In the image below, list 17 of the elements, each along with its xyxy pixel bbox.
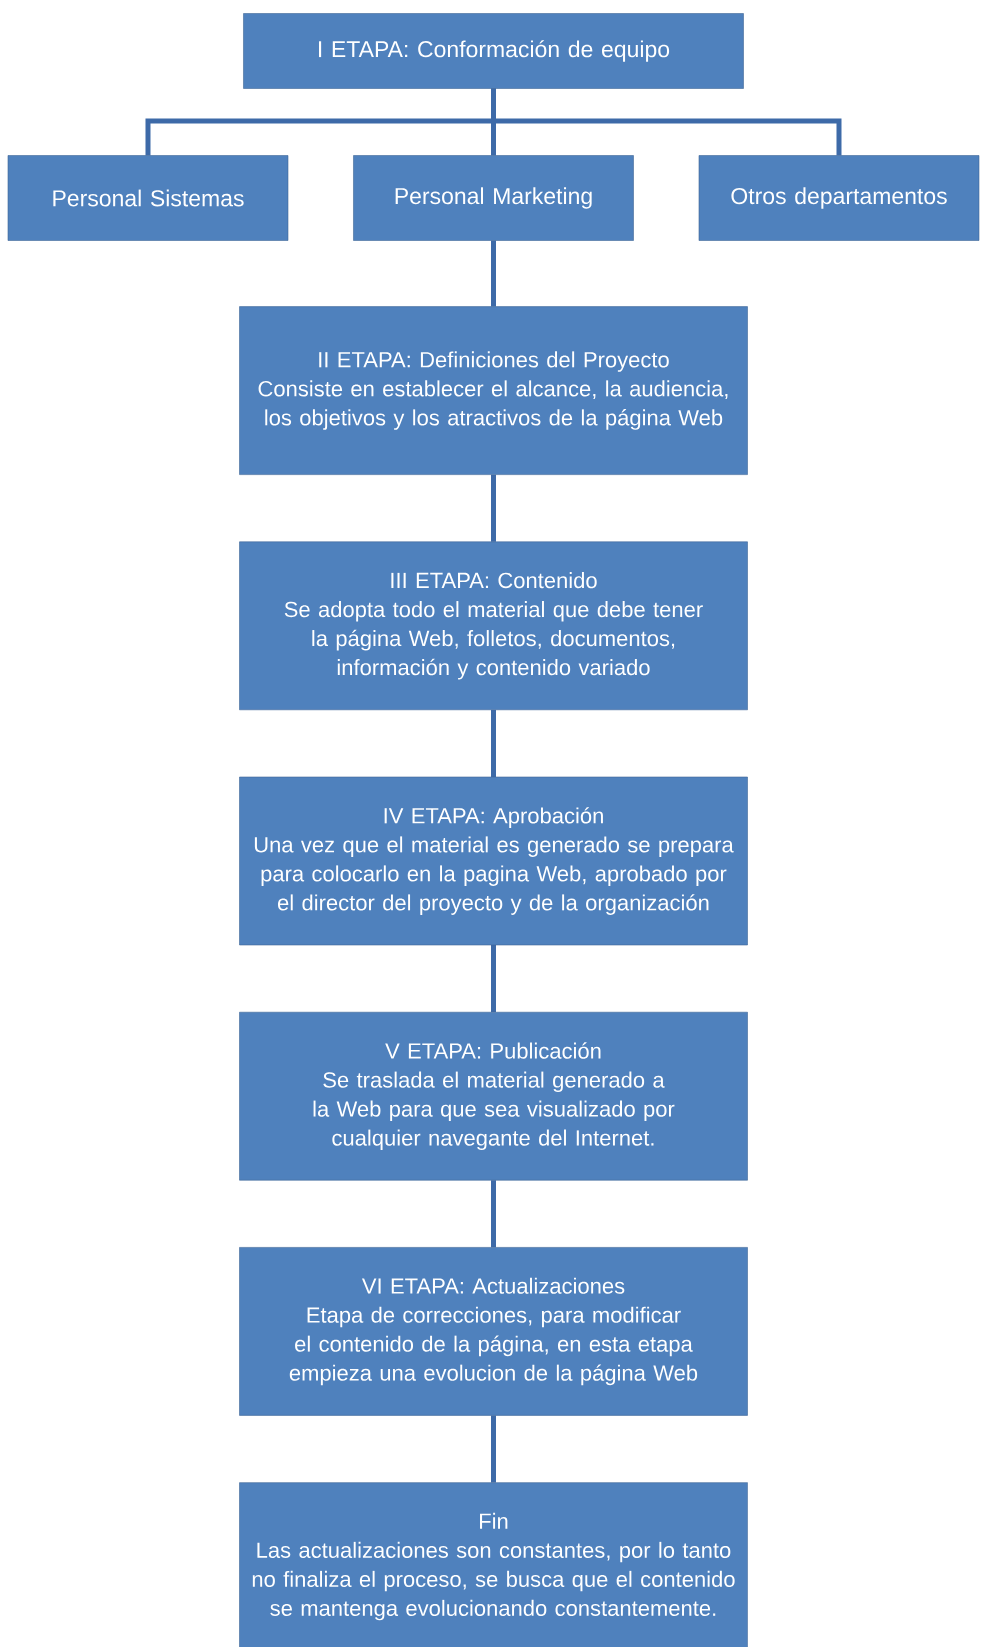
connector-line (491, 1415, 496, 1483)
connector-line (491, 474, 496, 542)
connector-line (491, 945, 496, 1013)
stage-box: III ETAPA: Contenido Se adopta todo el material que debe tener la página Web, folletos, documentos, información y contenido variado (239, 541, 748, 711)
connector-line (491, 88, 842, 156)
team-box: Personal Marketing (353, 155, 634, 241)
team-box: I ETAPA: Conformación de equipo (243, 13, 744, 89)
stage-box: VI ETAPA: Actualizaciones Etapa de correcciones, para modificar el contenido de la página, en esta etapa empieza una evolucion de la página Web (239, 1247, 748, 1416)
team-box: Personal Sistemas (7, 155, 289, 241)
stage-box: II ETAPA: Definiciones del Proyecto Consiste en establecer el alcance, la audiencia, los objetivos y los atractivos de la página Web (239, 306, 748, 475)
stage-box: Fin Las actualizaciones son constantes, por lo tanto no finaliza el proceso, se busca que el contenido se mantenga evolucionando constantemente. (239, 1482, 748, 1647)
stage-box: V ETAPA: Publicación Se traslada el material generado a la Web para que sea visualizado por cualquier navegante del Internet. (239, 1011, 748, 1181)
connector-line (491, 1180, 496, 1248)
team-box: Otros departamentos (698, 155, 980, 241)
connector-line (491, 240, 496, 307)
connector-line (491, 709, 496, 777)
stage-box: IV ETAPA: Aprobación Una vez que el material es generado se prepara para colocarlo en la pagina Web, aprobado por el director del proyecto y de la organización (239, 776, 748, 946)
